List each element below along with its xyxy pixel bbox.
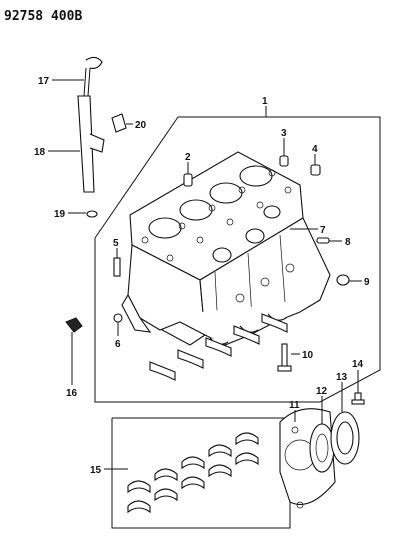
- callout-14: 14: [352, 359, 364, 370]
- callout-3: 3: [281, 128, 287, 139]
- callout-15: 15: [90, 465, 102, 476]
- callout-19: 19: [54, 209, 66, 220]
- bearing-frame: [111, 417, 291, 529]
- callout-17: 17: [38, 76, 50, 87]
- oil-level-gauge-guide: [77, 95, 105, 193]
- bearing-shell-set: [127, 432, 259, 514]
- bearing-caps: [149, 313, 288, 381]
- callout-7: 7: [320, 225, 326, 236]
- callout-4: 4: [312, 144, 318, 155]
- cylinder-block: [121, 151, 331, 346]
- clip-part-20: [111, 113, 127, 133]
- plug-part-6: [113, 313, 123, 323]
- plug-part-4: [310, 164, 321, 176]
- stud-part-5: [113, 257, 121, 277]
- callout-8: 8: [345, 237, 351, 248]
- sensor-part-16: [65, 317, 83, 345]
- bolt-part-10: [277, 343, 292, 372]
- callout-13: 13: [336, 372, 348, 383]
- callout-9: 9: [364, 277, 370, 288]
- leader-lines: [48, 79, 362, 470]
- rear-oil-seal: [309, 423, 335, 473]
- callout-2: 2: [185, 152, 191, 163]
- oil-seal-part-13: [330, 411, 360, 465]
- callout-16: 16: [66, 388, 78, 399]
- callout-12: 12: [316, 386, 328, 397]
- callout-20: 20: [135, 120, 147, 131]
- dowel-pin-part: [183, 173, 193, 187]
- callout-10: 10: [302, 350, 314, 361]
- callout-6: 6: [115, 339, 121, 350]
- pin-part-8: [316, 237, 330, 244]
- callout-1: 1: [262, 96, 268, 107]
- block-frame: [94, 116, 381, 403]
- bolt-part-14: [351, 392, 365, 405]
- callout-11: 11: [289, 400, 300, 411]
- callout-5: 5: [113, 238, 119, 249]
- o-ring-part: [86, 210, 98, 218]
- plug-part-9: [336, 274, 350, 286]
- diagram-header: 92758 400B: [4, 9, 82, 24]
- pin-part-3: [279, 155, 289, 167]
- oil-level-gauge: [83, 56, 103, 97]
- callout-18: 18: [34, 147, 46, 158]
